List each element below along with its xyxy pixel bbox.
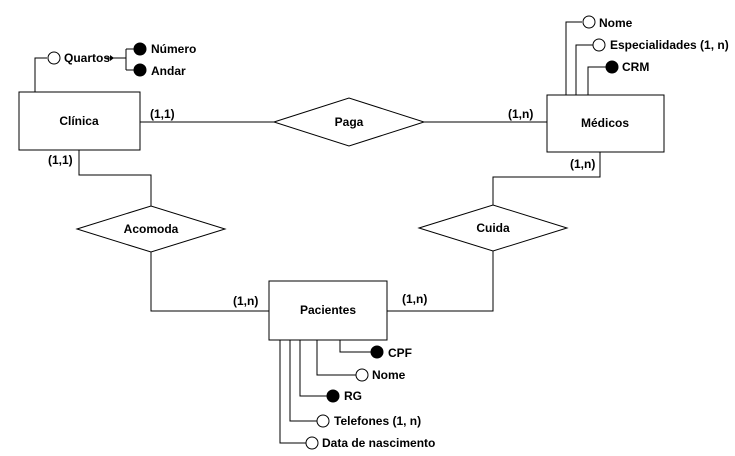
- key-attribute-icon: [370, 345, 384, 359]
- connectors: [34, 21, 606, 444]
- attribute-rg-label: RG: [344, 389, 362, 403]
- attribute-circle-icon: [592, 38, 606, 52]
- connector-acomoda-pacientes: [150, 252, 269, 312]
- cardinality-clinica-paga: (1,1): [150, 107, 175, 121]
- attribute-numero-label: Número: [151, 42, 196, 56]
- attribute-medicos-nome: Nome: [582, 15, 633, 30]
- key-attribute-icon: [326, 389, 340, 403]
- entity-clinica[interactable]: Clínica: [18, 91, 141, 151]
- relationship-acomoda-label: Acomoda: [124, 222, 179, 236]
- entity-pacientes[interactable]: Pacientes: [268, 280, 388, 341]
- attribute-medicos-nome-label: Nome: [599, 16, 633, 30]
- attribute-andar: Andar: [133, 63, 186, 78]
- relationship-paga-diamond[interactable]: [272, 97, 426, 147]
- connector-pacientes-rg: [299, 340, 327, 397]
- attribute-pacientes-nome-label: Nome: [372, 368, 406, 382]
- cardinality-pacientes-cuida: (1,n): [402, 292, 427, 306]
- entity-medicos-label: Médicos: [581, 116, 629, 130]
- cardinality-medicos-paga: (1,n): [508, 107, 533, 121]
- attribute-telefones-label: Telefones (1, n): [334, 414, 421, 428]
- attribute-circle-icon: [355, 368, 369, 382]
- connector-pacientes-nome: [316, 340, 356, 376]
- connector-pacientes-telefones: [289, 340, 317, 422]
- relationship-acomoda-diamond[interactable]: [75, 205, 227, 253]
- relationship-paga-label: Paga: [335, 115, 364, 129]
- connector-pacientes-data-nascimento: [279, 340, 306, 444]
- attribute-especialidades: Especialidades (1, n): [592, 38, 729, 52]
- attribute-cpf-label: CPF: [388, 346, 412, 360]
- key-attribute-icon: [133, 63, 147, 77]
- attribute-especialidades-label: Especialidades (1, n): [610, 38, 729, 52]
- attribute-andar-label: Andar: [151, 64, 186, 78]
- attribute-circle-icon: [316, 414, 330, 428]
- attribute-quartos: Quartos: [47, 51, 114, 65]
- connector-cuida-pacientes: [387, 251, 494, 312]
- attribute-circle-icon: [47, 51, 61, 65]
- entity-pacientes-box[interactable]: [268, 280, 388, 341]
- attribute-quartos-label: Quartos: [64, 51, 110, 65]
- connector-medicos-especialidades: [575, 44, 593, 95]
- attribute-crm: CRM: [605, 60, 649, 74]
- attribute-circle-icon: [582, 15, 596, 29]
- attribute-numero: Número: [133, 42, 196, 56]
- attribute-pacientes-nome: Nome: [355, 368, 406, 382]
- relationship-paga[interactable]: Paga: [272, 97, 426, 147]
- entity-clinica-box[interactable]: [18, 91, 141, 151]
- connector-medicos-crm: [587, 66, 606, 95]
- relationship-acomoda[interactable]: Acomoda: [75, 205, 227, 253]
- attribute-crm-label: CRM: [622, 60, 649, 74]
- attribute-circle-icon: [305, 436, 319, 450]
- key-attribute-icon: [133, 42, 147, 56]
- connector-clinica-quartos: [34, 57, 47, 92]
- relationship-cuida-diamond[interactable]: [417, 204, 569, 252]
- entity-clinica-label: Clínica: [59, 114, 99, 128]
- attribute-rg: RG: [326, 389, 362, 403]
- attribute-cpf: CPF: [370, 345, 412, 360]
- connector-clinica-acomoda: [78, 150, 152, 206]
- attribute-data-nascimento-label: Data de nascimento: [322, 436, 435, 450]
- connector-medicos-cuida: [492, 152, 601, 205]
- cardinality-clinica-acomoda: (1,1): [48, 153, 73, 167]
- relationship-cuida-label: Cuida: [476, 221, 510, 235]
- relationship-cuida[interactable]: Cuida: [417, 204, 569, 252]
- connector-pacientes-cpf: [339, 340, 371, 353]
- connector-medicos-nome: [565, 21, 582, 95]
- arrow-right-icon: [110, 55, 114, 61]
- entity-medicos[interactable]: Médicos: [546, 94, 665, 153]
- entity-medicos-box[interactable]: [546, 94, 665, 153]
- attribute-telefones: Telefones (1, n): [316, 414, 421, 428]
- entity-pacientes-label: Pacientes: [300, 303, 356, 317]
- attribute-data-nascimento: Data de nascimento: [305, 436, 435, 450]
- key-attribute-icon: [605, 60, 619, 74]
- cardinalities: (1,1) (1,n) (1,1) (1,n) (1,n) (1,n): [48, 107, 595, 308]
- cardinality-medicos-cuida: (1,n): [570, 157, 595, 171]
- cardinality-pacientes-acomoda: (1,n): [233, 294, 258, 308]
